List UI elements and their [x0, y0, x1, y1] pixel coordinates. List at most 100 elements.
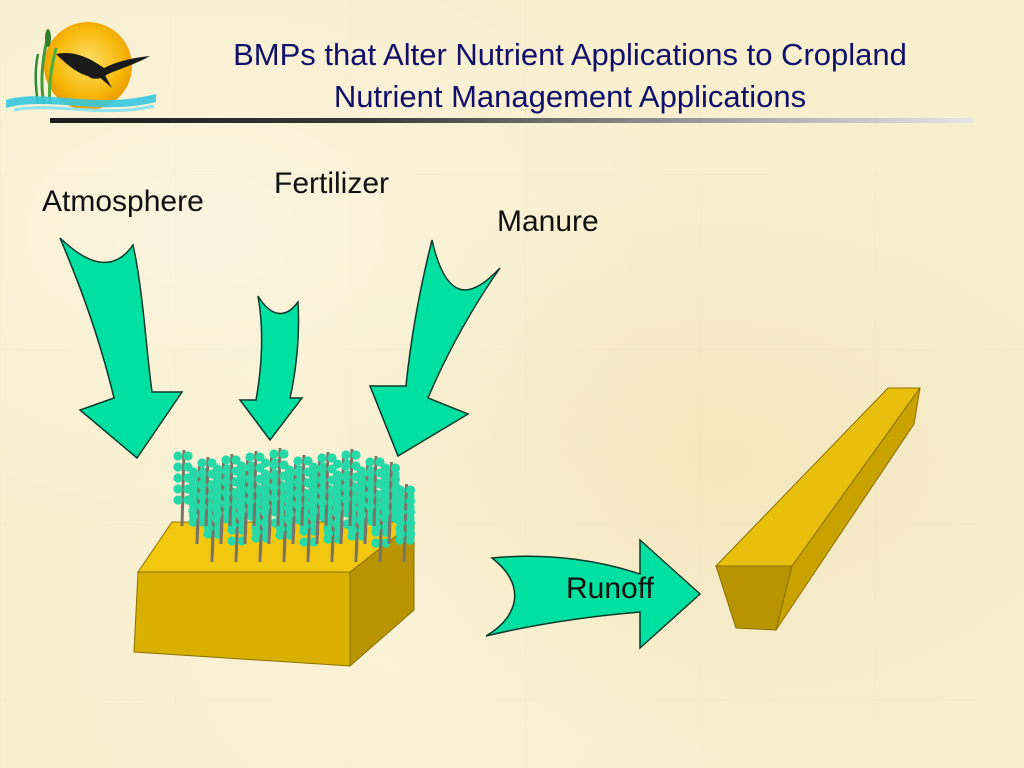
plant-leaf	[371, 538, 381, 548]
plant-leaf	[221, 488, 231, 498]
fertilizer-arrow-icon	[238, 295, 304, 442]
plant-leaf	[173, 495, 183, 505]
title-line-2: Nutrient Management Applications	[333, 79, 807, 114]
plant-stem	[220, 462, 225, 536]
plant-leaf	[365, 490, 375, 500]
drainage-channel-block	[714, 387, 921, 631]
plant-leaf	[390, 496, 401, 506]
plant-leaf	[275, 524, 286, 534]
plant-stem	[403, 483, 408, 554]
plant-leaf	[207, 502, 217, 512]
plant-leaf	[375, 501, 385, 511]
runoff-arrow-icon	[485, 538, 702, 650]
title-line-1: BMPs that Alter Nutrient Applications to…	[233, 37, 907, 72]
plant-leaf	[260, 518, 270, 528]
plant-leaf	[255, 496, 265, 506]
plant-leaf	[183, 462, 193, 472]
plant-leaf	[365, 479, 375, 489]
plant-leaf	[251, 527, 262, 537]
atmosphere-arrow-icon	[59, 237, 184, 460]
plant-leaf	[221, 499, 231, 509]
plant-stem	[388, 461, 393, 536]
plant-leaf	[347, 525, 358, 535]
runoff-label: Runoff	[566, 572, 654, 605]
plant-stem	[180, 449, 186, 527]
plant-stem	[324, 451, 330, 527]
plant-leaf	[255, 474, 265, 484]
plant-leaf	[332, 503, 343, 513]
plant-leaf	[245, 485, 255, 495]
plant-leaf	[231, 455, 241, 465]
plant-leaf	[327, 475, 337, 485]
plant-leaf	[197, 458, 207, 468]
plant-leaf	[390, 474, 401, 484]
plant-leaf	[269, 471, 279, 481]
plant-leaf	[303, 467, 313, 477]
plant-leaf	[260, 502, 271, 512]
plant-leaf	[231, 477, 241, 487]
atmosphere-label: Atmosphere	[42, 185, 204, 218]
plant-leaf	[183, 451, 193, 461]
plant-stem	[300, 454, 306, 527]
plant-leaf	[356, 510, 367, 520]
plant-leaf	[365, 501, 375, 511]
plant-leaf	[269, 482, 279, 492]
plant-leaf	[197, 480, 207, 490]
slide-title: BMPs that Alter Nutrient Applications to…	[170, 34, 970, 118]
plant-leaf	[227, 536, 237, 546]
plant-leaf	[341, 483, 351, 493]
manure-arrow-icon	[368, 239, 501, 458]
plant-leaf	[221, 455, 231, 465]
plant-stem	[228, 453, 234, 527]
plant-leaf	[365, 468, 375, 478]
plant-leaf	[405, 507, 416, 517]
plant-stem	[348, 448, 354, 527]
plant-leaf	[327, 464, 337, 474]
plant-leaf	[173, 473, 183, 483]
plant-leaf	[269, 460, 279, 470]
plant-leaf	[197, 491, 207, 501]
title-divider	[50, 118, 974, 123]
plant-stem	[364, 464, 369, 536]
plant-leaf	[207, 469, 217, 479]
plant-leaf	[317, 486, 327, 496]
plant-leaf	[245, 496, 255, 506]
plant-leaf	[299, 537, 309, 547]
plant-leaf	[351, 450, 361, 460]
plant-leaf	[279, 460, 289, 470]
plant-leaf	[390, 507, 401, 517]
plant-leaf	[293, 467, 303, 477]
plant-leaf	[303, 478, 313, 488]
plant-leaf	[173, 451, 183, 461]
plant-leaf	[279, 471, 289, 481]
plant-leaf	[317, 497, 327, 507]
plant-leaf	[405, 485, 416, 495]
plant-leaf	[173, 462, 183, 472]
sun-bird-logo-icon	[6, 22, 156, 113]
plant-leaf	[207, 458, 217, 468]
plant-leaf	[332, 519, 342, 529]
plant-leaf	[293, 456, 303, 466]
plant-leaf	[375, 479, 385, 489]
fertilizer-label: Fertilizer	[274, 167, 390, 200]
plant-leaf	[317, 453, 327, 463]
plant-leaf	[245, 474, 255, 484]
plant-leaf	[245, 452, 255, 462]
plant-leaf	[255, 485, 265, 495]
plant-leaf	[341, 461, 351, 471]
plant-leaf	[341, 494, 351, 504]
plant-leaf	[197, 469, 207, 479]
plant-leaf	[207, 480, 217, 490]
plant-leaf	[327, 497, 337, 507]
plant-leaf	[231, 488, 241, 498]
plant-leaf	[390, 485, 401, 495]
plant-leaf	[395, 529, 406, 539]
plant-leaf	[284, 509, 295, 519]
plant-leaf	[279, 449, 289, 459]
plant-stem	[252, 450, 258, 527]
plant-stem	[244, 459, 249, 536]
plant-leaf	[255, 463, 265, 473]
plant-leaf	[323, 528, 334, 538]
plant-leaf	[327, 486, 337, 496]
